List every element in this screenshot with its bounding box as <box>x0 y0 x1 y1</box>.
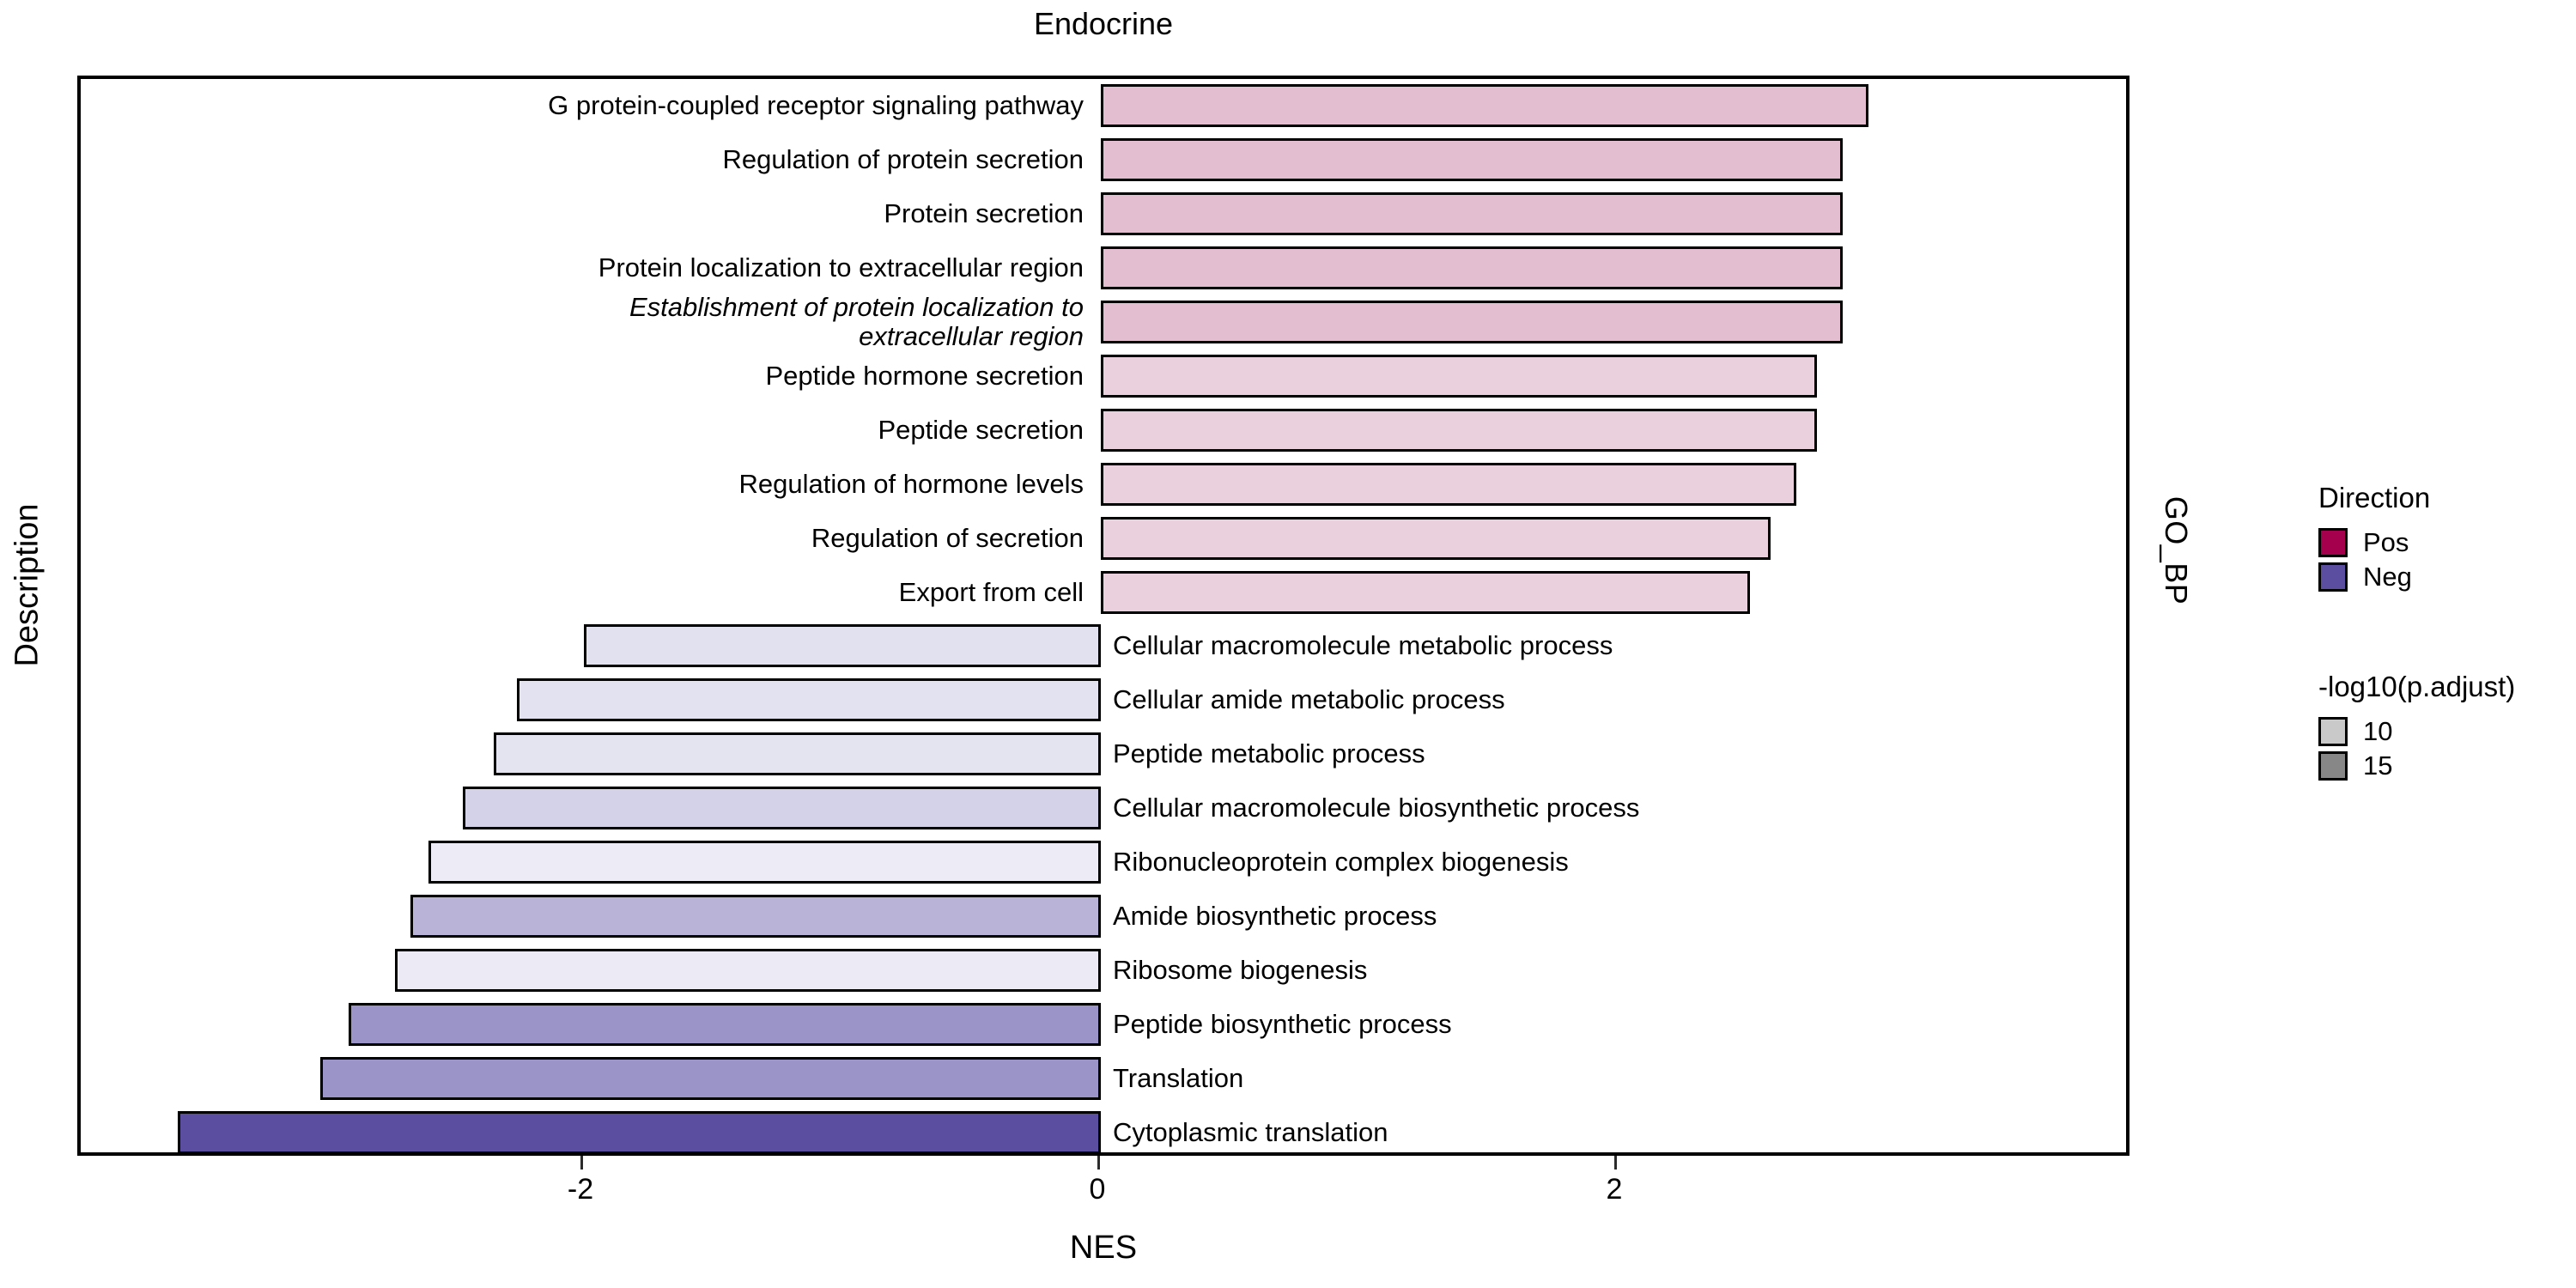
legend-label-pos: Pos <box>2363 527 2409 557</box>
bar[interactable] <box>395 948 1101 992</box>
bar[interactable] <box>1101 138 1843 182</box>
x-tick-label: 2 <box>1606 1173 1623 1206</box>
bar[interactable] <box>462 787 1101 830</box>
bar-label: Ribonucleoprotein complex biogenesis <box>1113 847 1569 878</box>
x-tick-mark <box>1097 1156 1100 1170</box>
legend-pvalue: -log10(p.adjust) 10 15 <box>2318 670 2515 783</box>
bar-label: G protein-coupled receptor signaling pat… <box>548 90 1084 121</box>
legend-swatch-neg <box>2318 562 2348 592</box>
legend-pvalue-title: -log10(p.adjust) <box>2318 671 2516 702</box>
bar[interactable] <box>1101 516 1771 560</box>
bar[interactable] <box>410 894 1101 938</box>
y-axis-title: Description <box>9 503 46 667</box>
x-tick-mark <box>580 1156 583 1170</box>
legend-swatch-15 <box>2318 751 2348 781</box>
bar-label: Regulation of hormone levels <box>738 468 1084 499</box>
legend-swatch-10 <box>2318 717 2348 746</box>
bar[interactable] <box>1101 192 1843 236</box>
bar-label: Ribosome biogenesis <box>1113 954 1368 985</box>
legend-direction-title: Direction <box>2318 482 2431 513</box>
bar-label: Cytoplasmic translation <box>1113 1116 1388 1147</box>
bar[interactable] <box>1101 246 1843 290</box>
bar-label: Peptide biosynthetic process <box>1113 1008 1452 1039</box>
bar[interactable] <box>1101 570 1750 614</box>
legend-item[interactable]: 15 <box>2318 749 2515 783</box>
bar-label: Establishment of protein localization to… <box>629 292 1084 352</box>
bar[interactable] <box>1101 354 1817 398</box>
plot-panel: G protein-coupled receptor signaling pat… <box>77 76 2129 1156</box>
bar-label: Export from cell <box>898 576 1084 607</box>
facet-strip-right: GO_BP <box>2159 495 2194 605</box>
bar-label: Cellular amide metabolic process <box>1113 684 1505 715</box>
bar[interactable] <box>319 1056 1101 1100</box>
bar[interactable] <box>428 841 1101 884</box>
legend-label-15: 15 <box>2363 750 2393 781</box>
x-tick-label: -2 <box>567 1173 594 1206</box>
bar-label: Cellular macromolecule metabolic process <box>1113 630 1613 661</box>
legend-label-10: 10 <box>2363 716 2393 746</box>
x-tick-mark <box>1614 1156 1617 1170</box>
legend-direction: Direction Pos Neg <box>2318 481 2430 594</box>
x-tick-label: 0 <box>1089 1173 1106 1206</box>
bar[interactable] <box>1101 408 1817 452</box>
bar-label: Regulation of secretion <box>811 522 1084 553</box>
bar-label: Peptide metabolic process <box>1113 738 1425 769</box>
bar[interactable] <box>1101 84 1868 128</box>
bar-label: Translation <box>1113 1062 1244 1093</box>
legend-label-neg: Neg <box>2363 562 2412 592</box>
bar[interactable] <box>516 678 1101 722</box>
bar-label: Cellular macromolecule biosynthetic proc… <box>1113 793 1640 823</box>
bar-label: Peptide hormone secretion <box>765 360 1084 391</box>
bar[interactable] <box>349 1002 1101 1046</box>
legend-swatch-pos <box>2318 528 2348 557</box>
plot-area: G protein-coupled receptor signaling pat… <box>81 79 2126 1154</box>
x-axis-title: NES <box>1069 1230 1138 1266</box>
bar[interactable] <box>1101 301 1843 344</box>
bar-label: Protein localization to extracellular re… <box>598 252 1084 283</box>
bar[interactable] <box>584 624 1101 668</box>
bar[interactable] <box>178 1110 1101 1154</box>
bar-label: Protein secretion <box>884 198 1084 229</box>
bar-label: Peptide secretion <box>878 414 1084 445</box>
bar[interactable] <box>1101 462 1796 506</box>
bar-label: Regulation of protein secretion <box>722 144 1084 175</box>
bar[interactable] <box>493 732 1101 776</box>
legend-item[interactable]: 10 <box>2318 714 2515 749</box>
bar-label: Amide biosynthetic process <box>1113 900 1437 931</box>
legend-item[interactable]: Neg <box>2318 560 2430 594</box>
legend-item[interactable]: Pos <box>2318 526 2430 560</box>
facet-title: Endocrine <box>1033 6 1174 41</box>
